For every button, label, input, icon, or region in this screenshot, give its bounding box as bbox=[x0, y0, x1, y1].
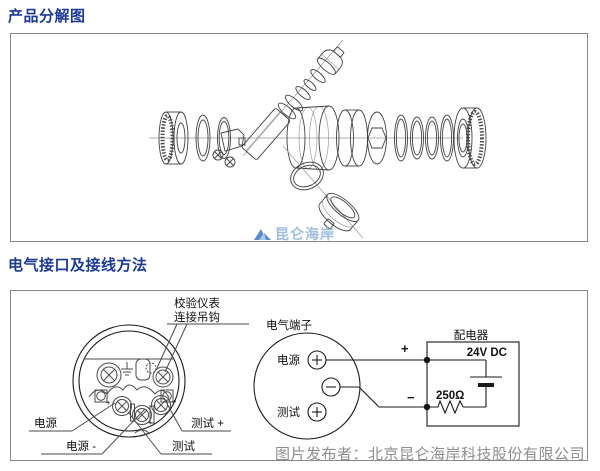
left-cap-part bbox=[158, 111, 189, 165]
section-title-exploded: 产品分解图 bbox=[8, 8, 86, 25]
hook-label-line1: 校验仪表 bbox=[174, 296, 220, 310]
test-plus-label: 测试 + bbox=[191, 417, 224, 430]
exploded-view-drawing bbox=[149, 39, 487, 239]
wire-minus-sign: − bbox=[407, 390, 415, 405]
section-title-wiring: 电气接口及接线方法 bbox=[8, 257, 148, 274]
body-part bbox=[286, 105, 368, 171]
publisher-text: 图片发布者：北京昆仑海岸科技股份有限公司 bbox=[274, 446, 585, 463]
resistor-label: 250Ω bbox=[436, 390, 464, 402]
wiring-panel: + + + 校验仪表 连接吊钩 电源 电源 - 测试 + bbox=[10, 290, 588, 463]
right-cap-part bbox=[453, 107, 487, 169]
kunlun-logo-icon bbox=[254, 229, 271, 240]
terminal-view: + + + 校验仪表 连接吊钩 电源 电源 - 测试 + bbox=[29, 296, 249, 455]
circuit-power-label: 电源 bbox=[277, 353, 300, 367]
hex-socket-part bbox=[367, 111, 387, 165]
ground-symbol-icon bbox=[121, 362, 133, 376]
oring-parts bbox=[394, 114, 454, 162]
svg-text:+: + bbox=[148, 418, 153, 427]
svg-text:+: + bbox=[106, 398, 111, 407]
bracket-part bbox=[212, 128, 246, 168]
hook-label-line2: 连接吊钩 bbox=[174, 310, 220, 324]
wire-plus-sign: + bbox=[401, 341, 409, 356]
circuit-view: 电气端子 电源 测试 + − bbox=[253, 318, 520, 440]
voltage-label: 24V DC bbox=[467, 347, 507, 359]
test-label: 测试 bbox=[172, 440, 195, 453]
distributor-label: 配电器 bbox=[454, 329, 489, 342]
wiring-diagram: + + + 校验仪表 连接吊钩 电源 电源 - 测试 + bbox=[29, 296, 520, 455]
battery-symbol-icon bbox=[470, 376, 502, 387]
power-minus-label: 电源 - bbox=[66, 439, 96, 453]
electric-terminal-label: 电气端子 bbox=[266, 318, 312, 332]
resistor-symbol-icon bbox=[427, 399, 464, 415]
ring-part bbox=[195, 114, 231, 162]
svg-text:+: + bbox=[172, 397, 177, 406]
upper-stack-part bbox=[241, 39, 345, 160]
exploded-view-panel: 昆仑海岸 bbox=[10, 33, 588, 242]
circuit-test-label: 测试 bbox=[277, 406, 300, 419]
power-label: 电源 bbox=[34, 416, 57, 430]
lower-stack-part bbox=[282, 145, 364, 239]
watermark-text: 昆仑海岸 bbox=[275, 226, 335, 242]
watermark: 昆仑海岸 bbox=[254, 224, 335, 244]
